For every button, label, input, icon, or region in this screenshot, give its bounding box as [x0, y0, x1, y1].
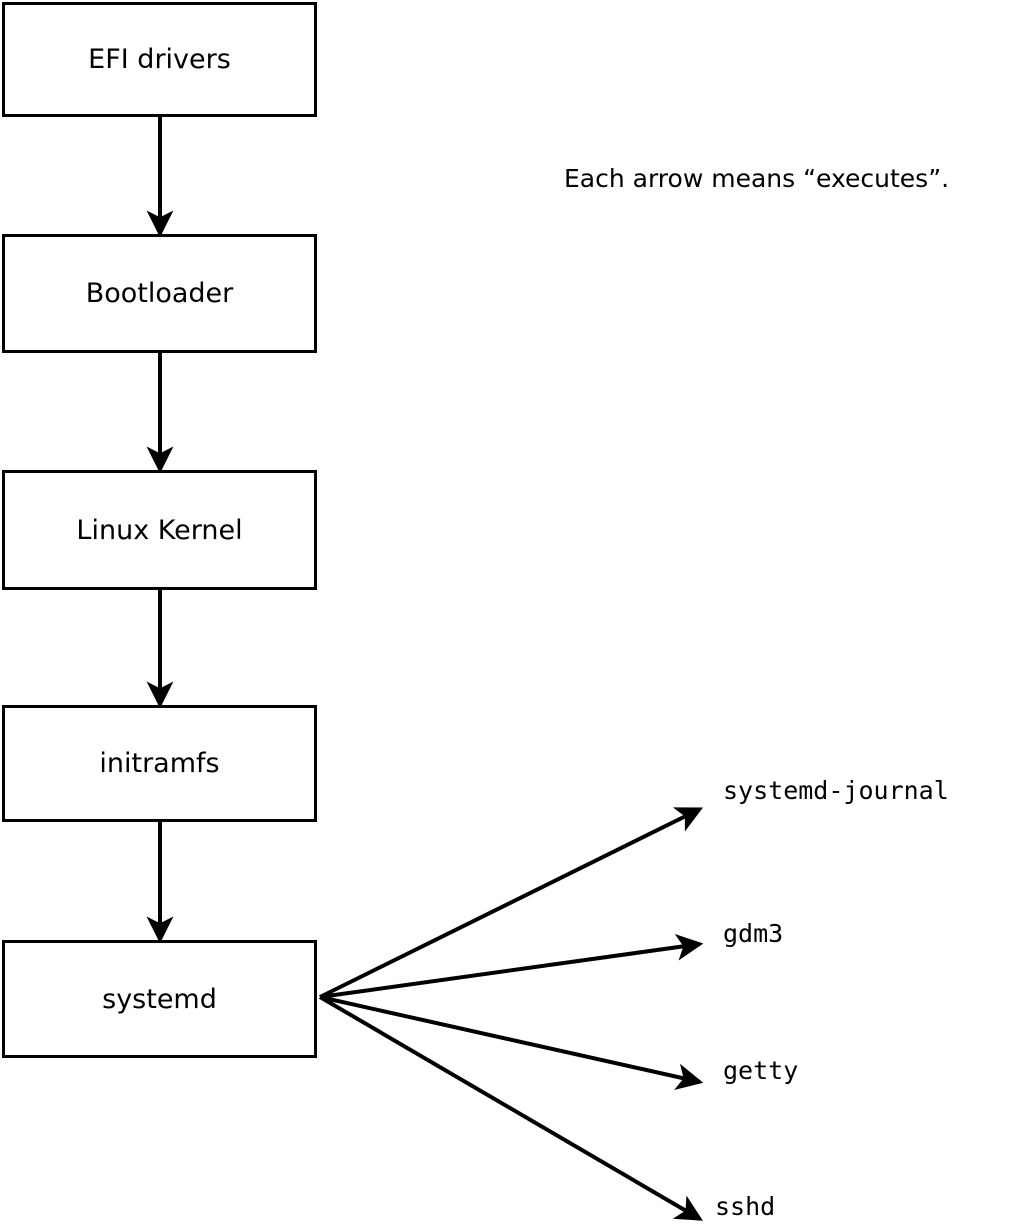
service-label-gdm3: gdm3: [723, 919, 784, 948]
process-box-label: initramfs: [99, 748, 220, 779]
process-box-label: Linux Kernel: [76, 514, 243, 546]
arrow-systemd-to-gdm3: [319, 933, 704, 999]
process-box-label: EFI drivers: [88, 44, 231, 75]
process-box-efi-drivers[interactable]: EFI drivers: [2, 2, 317, 117]
legend-caption: Each arrow means “executes”.: [564, 164, 950, 193]
process-box-linux-kernel[interactable]: Linux Kernel: [2, 470, 317, 590]
process-box-systemd[interactable]: systemd: [2, 940, 317, 1058]
process-box-initramfs[interactable]: initramfs: [2, 705, 317, 822]
process-box-label: systemd: [102, 983, 217, 1015]
service-label-sshd: sshd: [715, 1192, 776, 1221]
arrow-systemd-to-getty: [319, 995, 704, 1090]
service-label-getty: getty: [723, 1056, 799, 1085]
fan-arrow-group: [318, 807, 704, 1221]
arrow-systemd-to-sshd: [318, 995, 703, 1221]
service-label-systemd-journal: systemd-journal: [723, 776, 949, 805]
process-box-bootloader[interactable]: Bootloader: [2, 234, 317, 353]
process-box-label: Bootloader: [85, 278, 234, 309]
arrow-systemd-to-systemd-journal: [319, 807, 704, 999]
